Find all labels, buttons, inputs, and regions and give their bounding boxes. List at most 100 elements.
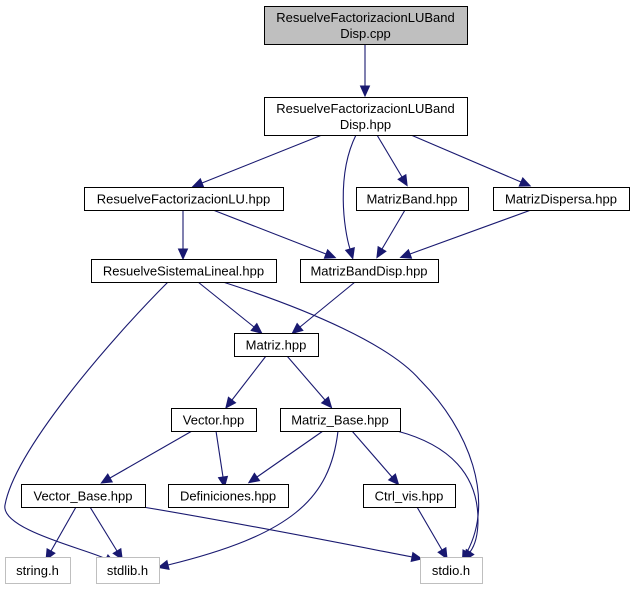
edge-line xyxy=(299,281,356,328)
edge-line xyxy=(381,209,406,250)
edges-layer xyxy=(4,44,532,570)
edge-line xyxy=(4,281,169,560)
node-label: ResuelveFactorizacionLUBand xyxy=(276,10,454,25)
edge-vector-to-defs xyxy=(215,430,229,489)
edge-line xyxy=(89,506,118,552)
node-label: Disp.hpp xyxy=(340,117,391,132)
node-box xyxy=(420,557,483,584)
node-label: MatrizDispersa.hpp xyxy=(505,192,617,207)
nodes-layer: ResuelveFactorizacionLUBandDisp.cppResue… xyxy=(5,6,630,584)
node-mbd[interactable]: MatrizBandDisp.hpp xyxy=(300,259,439,283)
edge-line xyxy=(142,506,413,558)
edge-line xyxy=(342,134,357,250)
edge-line xyxy=(409,209,532,255)
edge-line xyxy=(231,355,267,401)
edge-matriz-to-mbase xyxy=(286,355,333,409)
node-label: Definiciones.hpp xyxy=(180,489,276,504)
edge-line xyxy=(201,134,323,184)
node-box xyxy=(96,557,160,584)
node-label: stdlib.h xyxy=(107,563,148,578)
node-rsl[interactable]: ResuelveSistemaLineal.hpp xyxy=(91,259,277,283)
node-mdisp[interactable]: MatrizDispersa.hpp xyxy=(493,187,630,211)
edge-line xyxy=(376,134,403,178)
node-label: Matriz.hpp xyxy=(246,338,307,353)
node-box xyxy=(168,484,289,508)
arrowhead-icon xyxy=(437,546,448,560)
edge-vector-to-vbase xyxy=(100,430,193,484)
node-label: MatrizBand.hpp xyxy=(366,192,457,207)
edge-line xyxy=(416,506,443,551)
edge-mbd-to-matriz xyxy=(291,281,356,335)
edge-mband-to-mbd xyxy=(376,209,406,259)
edge-vbase-to-stdio xyxy=(142,506,424,563)
edge-mbase-to-defs xyxy=(247,430,324,484)
node-box xyxy=(234,333,319,357)
node-stdio[interactable]: stdio.h xyxy=(420,557,483,584)
edge-mbase-to-ctrl xyxy=(351,430,400,486)
node-label: Disp.cpp xyxy=(340,26,391,41)
node-mband[interactable]: MatrizBand.hpp xyxy=(356,187,469,211)
node-rflu[interactable]: ResuelveFactorizacionLU.hpp xyxy=(84,187,284,211)
edge-line xyxy=(197,281,255,328)
node-label: ResuelveFactorizacionLU.hpp xyxy=(97,192,270,207)
edge-line xyxy=(351,430,393,478)
arrowhead-icon xyxy=(112,547,123,561)
node-label: Matriz_Base.hpp xyxy=(291,413,389,428)
node-box xyxy=(300,259,439,283)
arrowhead-icon xyxy=(344,247,355,260)
arrowhead-icon xyxy=(247,472,261,484)
edge-line xyxy=(212,209,327,255)
node-box xyxy=(264,97,468,136)
node-box xyxy=(171,408,257,432)
node-string[interactable]: string.h xyxy=(5,557,71,584)
edge-vbase-to-stdlib xyxy=(89,506,123,561)
edge-line xyxy=(50,506,77,552)
node-box xyxy=(493,187,630,211)
node-vector[interactable]: Vector.hpp xyxy=(171,408,257,432)
arrowhead-icon xyxy=(225,396,237,409)
node-vbase[interactable]: Vector_Base.hpp xyxy=(21,484,146,508)
edge-rflu-to-rsl xyxy=(177,210,189,261)
arrowhead-icon xyxy=(177,248,189,261)
edge-line xyxy=(167,430,339,566)
arrowhead-icon xyxy=(399,248,413,259)
node-label: ResuelveSistemaLineal.hpp xyxy=(103,264,264,279)
edge-hpp-to-mbd xyxy=(342,134,357,260)
edge-matriz-to-vector xyxy=(225,355,267,409)
arrowhead-icon xyxy=(323,248,337,259)
arrowhead-icon xyxy=(320,396,333,409)
node-matriz[interactable]: Matriz.hpp xyxy=(234,333,319,357)
arrowhead-icon xyxy=(359,85,371,98)
arrowhead-icon xyxy=(250,322,263,335)
node-box xyxy=(21,484,146,508)
node-label: string.h xyxy=(16,563,59,578)
node-box xyxy=(363,484,456,508)
edge-line xyxy=(222,281,480,553)
edge-mbase-to-stdlib xyxy=(157,430,339,570)
node-box xyxy=(5,557,71,584)
edge-cpp-to-hpp xyxy=(359,44,371,98)
edge-hpp-to-mdisp xyxy=(410,134,532,187)
edge-rsl-to-stdlib xyxy=(4,281,169,564)
node-stdlib[interactable]: stdlib.h xyxy=(96,557,160,584)
edge-line xyxy=(109,430,193,479)
node-mbase[interactable]: Matriz_Base.hpp xyxy=(280,408,401,432)
edge-line xyxy=(410,134,522,183)
arrowhead-icon xyxy=(397,173,408,187)
arrowhead-icon xyxy=(387,473,400,486)
edge-line xyxy=(256,430,324,478)
arrowhead-icon xyxy=(376,245,387,259)
edge-mdisp-to-mbd xyxy=(399,209,532,259)
node-box xyxy=(91,259,277,283)
edge-line xyxy=(396,430,479,553)
node-label: Vector_Base.hpp xyxy=(33,489,132,504)
edge-hpp-to-rflu xyxy=(191,134,323,188)
node-ctrl[interactable]: Ctrl_vis.hpp xyxy=(363,484,456,508)
arrowhead-icon xyxy=(100,473,114,484)
edge-hpp-to-mband xyxy=(376,134,408,187)
node-defs[interactable]: Definiciones.hpp xyxy=(168,484,289,508)
arrowhead-icon xyxy=(291,322,304,335)
